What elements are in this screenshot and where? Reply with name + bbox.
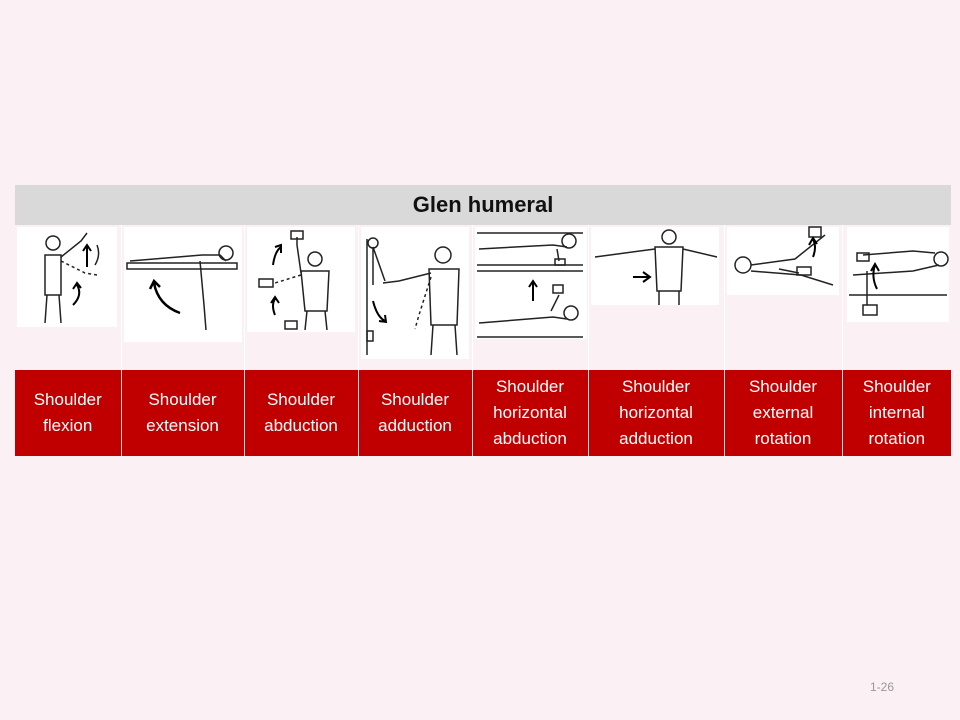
- label-shoulder-internal-rotation: Shoulder internal rotation: [842, 370, 952, 456]
- shoulder-internal-rotation-illustration: [842, 225, 952, 370]
- label-shoulder-horizontal-adduction: Shoulder horizontal adduction: [588, 370, 725, 456]
- shoulder-horizontal-abduction-illustration: [472, 225, 589, 370]
- exercise-table: Glen humeral: [15, 185, 952, 456]
- illustration-row: [15, 225, 952, 370]
- label-shoulder-extension: Shoulder extension: [121, 370, 245, 456]
- shoulder-horizontal-adduction-illustration: [588, 225, 725, 370]
- shoulder-adduction-illustration: [358, 225, 473, 370]
- shoulder-abduction-illustration: [244, 225, 359, 370]
- table-title: Glen humeral: [15, 185, 952, 225]
- label-row: Shoulder flexion Shoulder extension Shou…: [15, 370, 952, 456]
- label-shoulder-abduction: Shoulder abduction: [244, 370, 359, 456]
- label-shoulder-adduction: Shoulder adduction: [358, 370, 473, 456]
- label-shoulder-horizontal-abduction: Shoulder horizontal abduction: [472, 370, 589, 456]
- label-shoulder-external-rotation: Shoulder external rotation: [724, 370, 843, 456]
- shoulder-extension-illustration: [121, 225, 245, 370]
- shoulder-flexion-illustration: [15, 225, 122, 370]
- label-shoulder-flexion: Shoulder flexion: [15, 370, 122, 456]
- page-number: 1-26: [870, 680, 895, 694]
- shoulder-external-rotation-illustration: [724, 225, 843, 370]
